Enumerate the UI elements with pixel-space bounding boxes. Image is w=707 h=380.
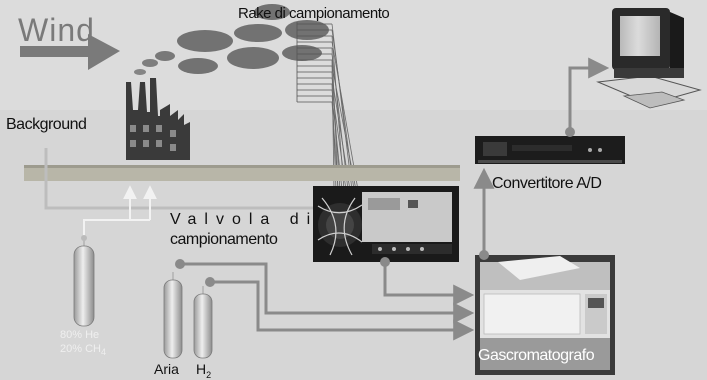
converter-photo [475, 136, 625, 164]
hydrogen-cylinder-icon [193, 286, 213, 359]
background-line [44, 148, 330, 210]
valve-label-line1: Valvola di [170, 211, 319, 228]
hydrogen-label-text: H [196, 361, 207, 377]
background-label: Background [6, 116, 87, 133]
air-label: Aria [154, 361, 179, 377]
gas-chromatograph-photo [475, 255, 615, 375]
gas-supply-lines [180, 262, 475, 341]
intake-arrows [83, 185, 157, 238]
ground-band [24, 167, 460, 181]
valve-label-line2: campionamento [170, 231, 278, 248]
computer-icon [596, 8, 702, 109]
converter-label: Convertitore A/D [492, 175, 602, 192]
factory-icon [126, 78, 190, 160]
mix-cylinder-label-text: 20% CH [60, 343, 101, 355]
hydrogen-label: H2 [196, 362, 211, 380]
valve-photo [313, 186, 459, 262]
mix-cylinder-label-sub: 4 [100, 347, 106, 358]
wind-arrow-icon [20, 34, 120, 70]
converter-to-computer-pipe [568, 57, 610, 132]
gas-cylinder-icon [73, 235, 95, 327]
valve-to-gc-pipe [383, 262, 475, 306]
sampling-rake [296, 22, 332, 103]
gc-label: Gascromatografo [478, 347, 595, 364]
wind-label: Wind [18, 12, 95, 48]
mix-cylinder-label-line1: 80% He [60, 329, 100, 341]
rake-label: Rake di campionamento [238, 5, 390, 22]
air-cylinder-icon [163, 272, 183, 359]
hydrogen-label-sub: 2 [206, 369, 212, 380]
mix-cylinder-label-line2: 20% CH4 [60, 344, 106, 357]
